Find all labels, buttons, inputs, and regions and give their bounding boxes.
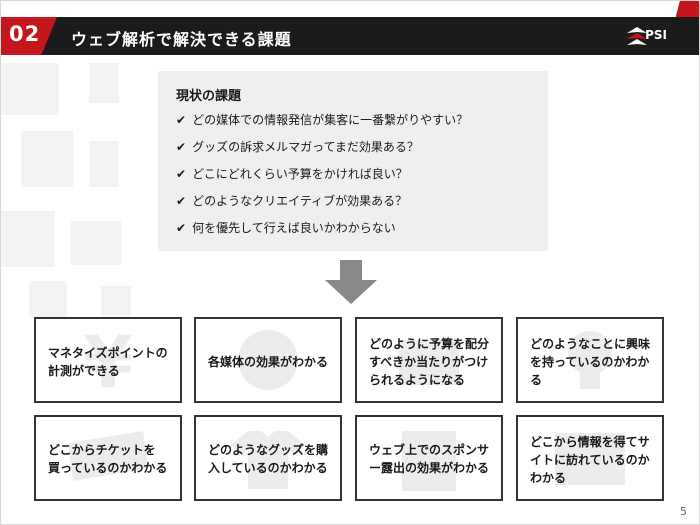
page-title: ウェブ解析で解決できる課題 xyxy=(71,30,292,49)
issue-text: 何を優先して行えば良いかわからない xyxy=(192,221,396,235)
checkmark-icon: ✔ xyxy=(176,112,187,127)
bg-square xyxy=(21,131,73,187)
card-text: どのように予算を配分 すべきか当たりがつけ られるようになる xyxy=(369,335,493,389)
card-text: マネタイズポイントの 計測ができる xyxy=(48,344,172,380)
result-card: 各媒体の効果がわかる xyxy=(194,317,342,403)
bg-square xyxy=(29,281,67,317)
issue-item: ✔ 何を優先して行えば良いかわからない xyxy=(176,219,396,236)
result-card: どのようなことに興味 を持っているのかわか る xyxy=(516,317,664,403)
card-line: どこからチケットを xyxy=(48,443,156,457)
browser-icon xyxy=(555,433,625,485)
bg-square xyxy=(89,63,119,103)
down-arrow-icon xyxy=(325,260,377,304)
card-text: どこからチケットを 買っているのかわかる xyxy=(48,441,172,477)
card-line: ウェブ上でのスポンサ xyxy=(369,443,490,457)
checkmark-icon: ✔ xyxy=(176,220,187,235)
bg-square xyxy=(1,211,55,267)
card-text: どこから情報を得てサ イトに訪れているのか わかる xyxy=(530,433,654,487)
result-card: どこから情報を得てサ イトに訪れているのか わかる xyxy=(516,415,664,501)
card-line: る xyxy=(530,373,543,387)
issue-item: ✔ どこにどれくらい予算をかければ良い？ xyxy=(176,165,408,182)
card-line: マネタイズポイントの xyxy=(48,346,168,360)
card-line: 各媒体の効果がわかる xyxy=(208,355,329,369)
bg-square xyxy=(1,63,59,115)
issue-item: ✔ どの媒体での情報発信が集客に一番繋がりやすい？ xyxy=(176,111,468,128)
issue-text: どの媒体での情報発信が集客に一番繋がりやすい？ xyxy=(192,113,469,127)
card-text: どのようなグッズを購 入しているのかわかる xyxy=(208,441,332,477)
budget-icon xyxy=(399,340,459,385)
yen-icon: ¥ xyxy=(83,325,133,395)
section-number: 02 xyxy=(9,22,41,46)
svg-text:¥: ¥ xyxy=(83,325,133,395)
issue-text: どのようなクリエイティブが効果ある？ xyxy=(192,194,408,208)
card-text: どのようなことに興味 を持っているのかわか る xyxy=(530,335,654,389)
issue-text: どこにどれくらい予算をかければ良い？ xyxy=(192,167,408,181)
issue-item: ✔ グッズの訴求メルマガってまだ効果ある？ xyxy=(176,138,419,155)
card-line: どのようなことに興味 xyxy=(530,337,651,351)
bg-square xyxy=(101,286,131,316)
card-line: どのようなグッズを購 xyxy=(208,443,329,457)
checkmark-icon: ✔ xyxy=(176,193,187,208)
card-line: 入しているのかわかる xyxy=(208,461,328,475)
media-icon xyxy=(238,330,298,390)
result-card: どのように予算を配分 すべきか当たりがつけ られるようになる xyxy=(355,317,503,403)
psi-logo-icon xyxy=(627,27,647,45)
card-line: 買っているのかわかる xyxy=(48,461,168,475)
bg-square xyxy=(89,141,119,187)
card-line: どこから情報を得てサ xyxy=(530,435,650,449)
card-text: ウェブ上でのスポンサ ー露出の効果がわかる xyxy=(369,441,493,477)
card-line: わかる xyxy=(530,471,567,485)
result-card: どこからチケットを 買っているのかわかる xyxy=(34,415,182,501)
card-line: ー露出の効果がわかる xyxy=(369,461,490,475)
checkmark-icon: ✔ xyxy=(176,139,187,154)
card-line: を持っているのかわか xyxy=(530,355,650,369)
ticket-icon xyxy=(68,431,148,481)
checkmark-icon: ✔ xyxy=(176,166,187,181)
result-card: ¥ マネタイズポイントの 計測ができる xyxy=(34,317,182,403)
tshirt-icon xyxy=(231,431,305,489)
card-text: 各媒体の効果がわかる xyxy=(208,353,332,371)
card-line: どのように予算を配分 xyxy=(369,337,490,351)
issues-box: 現状の課題 ✔ どの媒体での情報発信が集客に一番繋がりやすい？ ✔ グッズの訴求… xyxy=(158,71,548,251)
logo-text: PSI xyxy=(645,28,667,42)
bg-square xyxy=(71,221,121,265)
card-line: イトに訪れているのか xyxy=(530,453,650,467)
card-line: すべきか当たりがつけ xyxy=(369,355,489,369)
building-icon xyxy=(402,431,456,491)
issue-item: ✔ どのようなクリエイティブが効果ある？ xyxy=(176,192,407,209)
lightbulb-icon xyxy=(568,331,612,389)
header-bar: 02 ウェブ解析で解決できる課題 PSI xyxy=(1,17,699,55)
result-card: ウェブ上でのスポンサ ー露出の効果がわかる xyxy=(355,415,503,501)
card-line: 計測ができる xyxy=(48,364,120,378)
result-card: どのようなグッズを購 入しているのかわかる xyxy=(194,415,342,501)
card-line: られるようになる xyxy=(369,373,466,387)
issues-title: 現状の課題 xyxy=(176,89,242,104)
page-number: 5 xyxy=(680,505,687,518)
issue-text: グッズの訴求メルマガってまだ効果ある？ xyxy=(192,140,419,154)
